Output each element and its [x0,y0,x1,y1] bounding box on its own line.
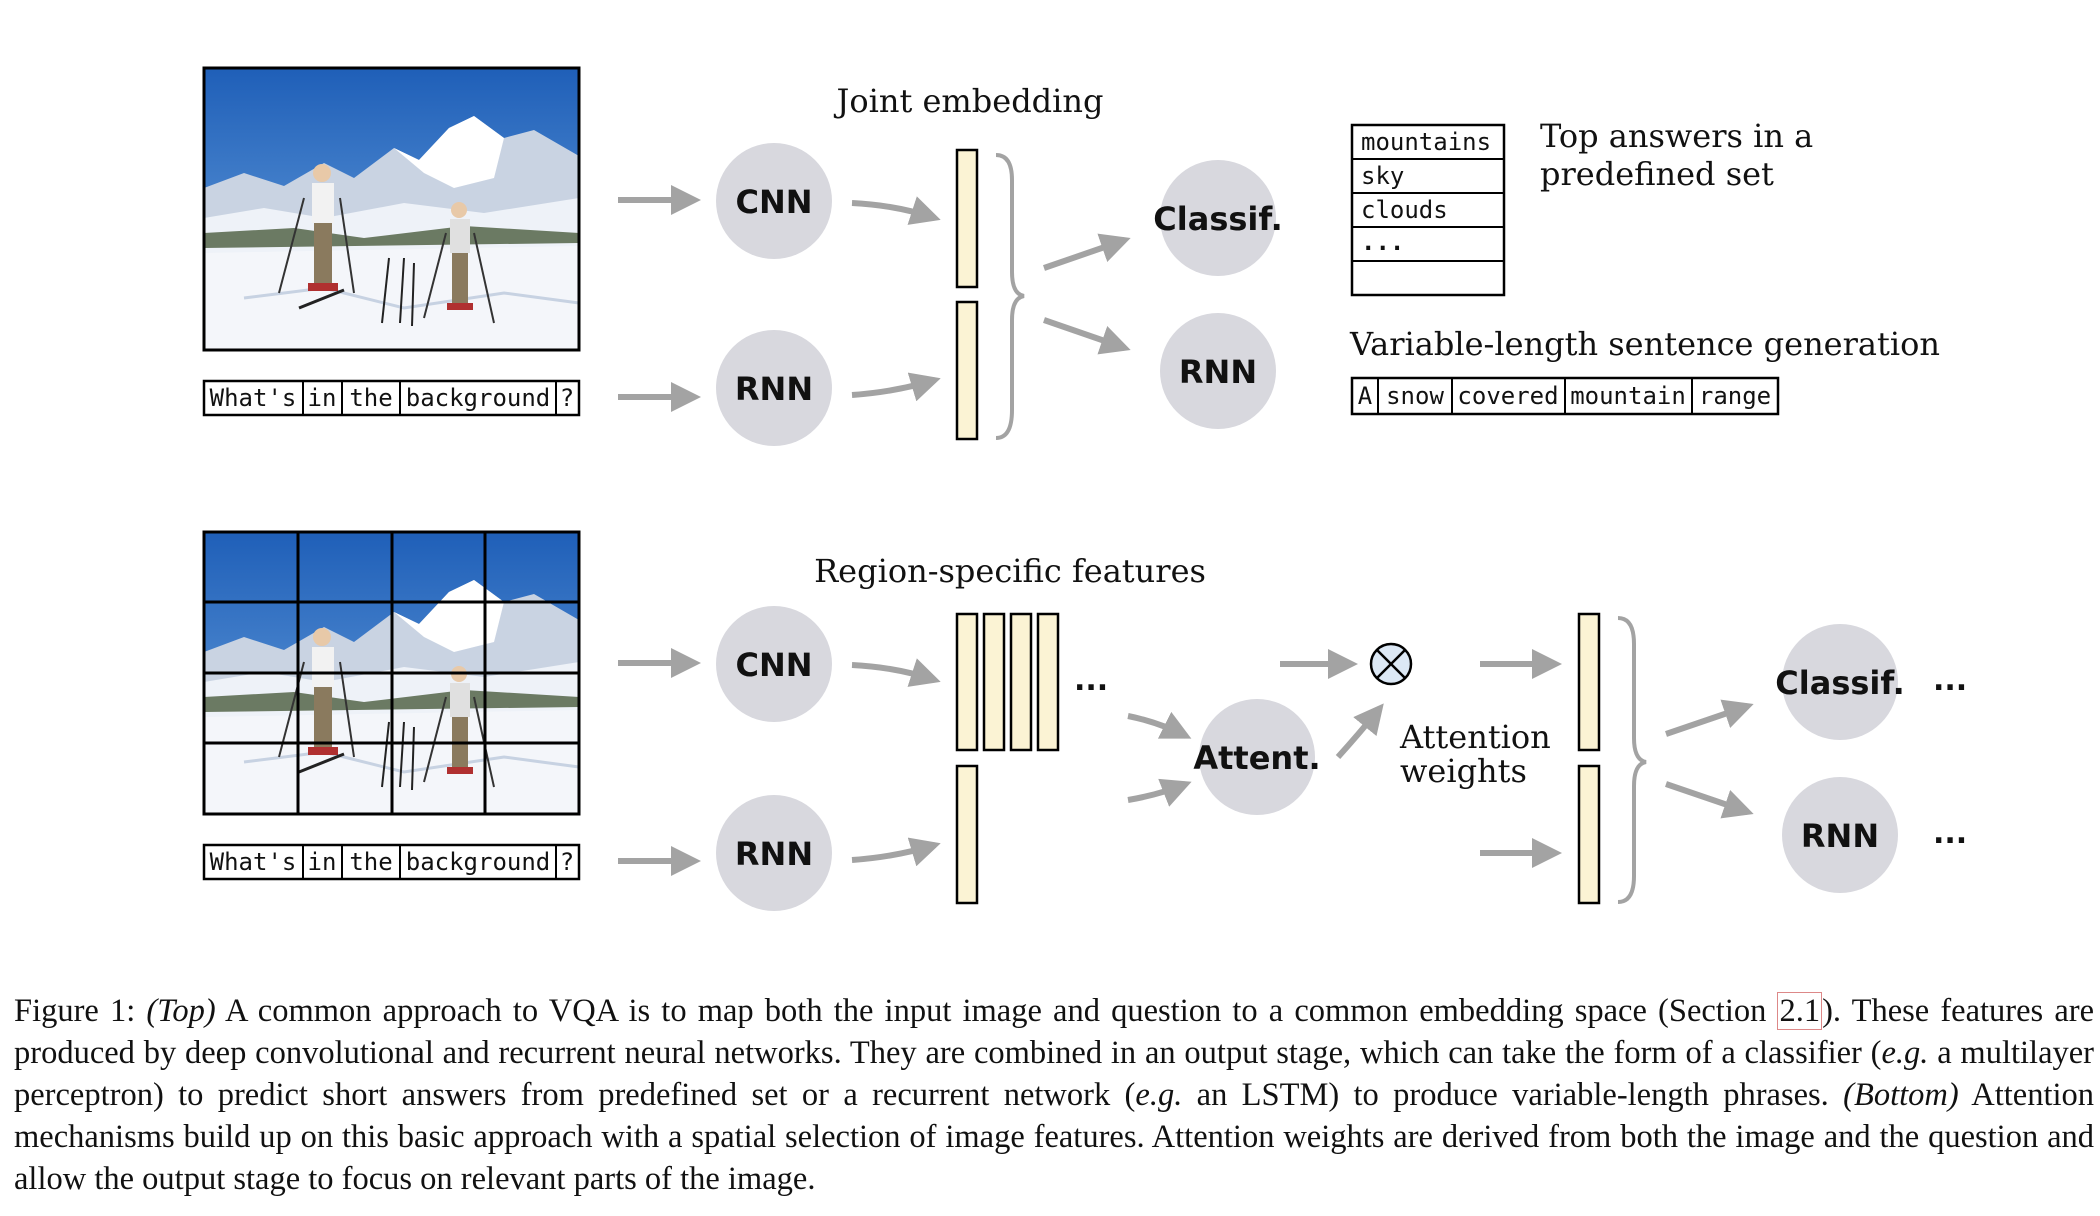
cnn-node-top: CNN [716,143,832,259]
output-rnn-label: RNN [1179,353,1257,391]
rnn-node-top: RNN [716,330,832,446]
answer-item: mountains [1361,128,1491,156]
cnn-node-bottom: CNN [716,606,832,722]
arrow-to-output-rnn [1043,317,1131,355]
question-token: background [406,384,551,412]
output-rnn-node-top: RNN [1160,313,1276,429]
question-token: What's [210,384,297,412]
image-feature-vector [955,148,979,289]
question-token: ? [560,384,574,412]
arrow-features-to-attention [1127,711,1192,739]
sentence-token: covered [1457,382,1558,410]
question-token: What's [210,848,297,876]
question-token: the [349,384,392,412]
question-box-bottom: What's in the background ? [202,843,581,881]
rnn-label: RNN [735,835,813,873]
region-ellipsis: ... [1074,663,1108,698]
arrow-rnn-to-feature [851,372,941,402]
caption-text: a multilayer perceptron) to predict shor… [14,1035,2095,1113]
answer-item: clouds [1361,196,1448,224]
generation-title: Variable-length sentence generation [1349,325,1940,363]
circled-times-icon [1369,642,1413,686]
sentence-token: snow [1386,382,1444,410]
caption-text: an LSTM) to produce variable-length phra… [1182,1077,1844,1113]
question-token: in [308,848,337,876]
arrow-to-classifier [1665,699,1754,737]
question-token: the [349,848,392,876]
arrow-cnn-to-feature [851,196,941,225]
rnn-label: RNN [735,370,813,408]
classifier-node-top: Classif. [1153,160,1283,276]
question-feature-vector [1577,764,1601,905]
joint-embedding-title: Joint embedding [834,82,1104,120]
caption-text: A common approach to VQA is to map both … [215,993,1778,1029]
answers-caption: predefined set [1540,155,1774,193]
classif-label: Classif. [1775,664,1904,702]
arrow-weights-to-multiply [1335,703,1384,760]
output-rnn-label: RNN [1801,817,1879,855]
input-image-top [202,66,581,352]
question-feature-vector [955,764,979,905]
classifier-node-bottom: Classif. [1775,624,1905,740]
attention-weights-label: weights [1400,752,1527,790]
cnn-label: CNN [735,646,812,684]
rnn-node-bottom: RNN [716,795,832,911]
caption-text: ). These features are produced by deep c… [14,993,2094,1071]
top-section: What's in the background ? CNN RNN Joint… [202,66,1940,446]
sentence-box: A snow covered mountain range [1350,376,1780,416]
figure-caption: Figure 1: (Top) A common approach to VQA… [14,990,2094,1200]
question-feature-vector [955,300,979,441]
eg-abbrev: e.g. [1881,1035,1929,1071]
arrow-cnn-to-features [851,658,941,687]
cnn-label: CNN [735,183,812,221]
question-token: in [308,384,337,412]
answers-caption: Top answers in a [1540,117,1813,155]
combine-brace [995,153,1025,440]
attention-node: Attent. [1193,699,1321,815]
bottom-tag: (Bottom) [1843,1077,1959,1113]
attention-label: Attent. [1193,739,1320,777]
classif-label: Classif. [1153,200,1282,238]
combine-brace [1617,616,1647,904]
sentence-token: A [1358,382,1373,410]
question-token: ? [560,848,574,876]
arrow-question-to-attention [1127,778,1192,807]
arrow-to-output-rnn [1665,781,1754,819]
attention-weights-label: Attention [1399,718,1551,756]
answer-item: ... [1361,228,1404,256]
region-features-title: Region-specific features [814,552,1206,590]
sentence-token: range [1699,382,1771,410]
question-token: background [406,848,551,876]
section-ref-link[interactable]: 2.1 [1777,992,1823,1030]
region-grid [204,532,579,814]
vqa-diagram: What's in the background ? CNN RNN Joint… [202,66,1967,911]
output-rnn-node-bottom: RNN [1782,777,1898,893]
arrow-rnn-to-feature [851,837,941,867]
classifier-ellipsis: ... [1933,663,1967,698]
sentence-token: mountain [1570,382,1686,410]
attended-feature-vector [1577,612,1601,752]
answer-list: mountains sky clouds ... [1350,123,1506,297]
caption-text: Attention mechanisms build up on this ba… [14,1077,2094,1197]
figure-label: Figure 1: [14,993,136,1029]
eg-abbrev: e.g. [1135,1077,1183,1113]
arrow-to-classifier [1043,233,1131,271]
input-image-bottom [202,530,581,816]
question-box-top: What's in the background ? [202,379,581,417]
rnn-ellipsis: ... [1933,816,1967,851]
region-feature-vectors [955,612,1060,752]
top-tag: (Top) [146,993,216,1029]
bottom-section: What's in the background ? CNN RNN Regio… [202,530,1967,911]
answer-item: sky [1361,162,1404,190]
